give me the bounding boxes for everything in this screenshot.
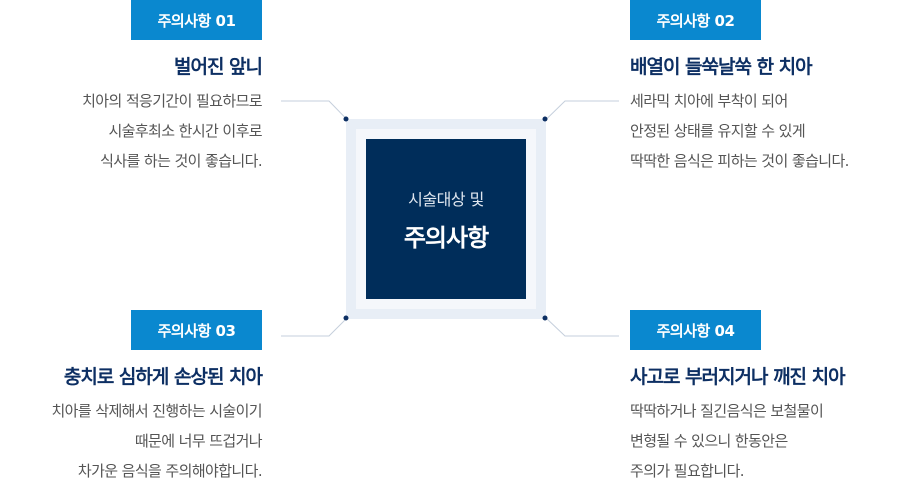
desc-line: 딱딱하거나 질긴음식은 보철물이 [630, 402, 824, 420]
caution-desc-01: 치아의 적응기간이 필요하므로 시술후최소 한시간 이후로 식사를 하는 것이 … [82, 86, 263, 176]
corner-dot [343, 116, 349, 122]
caution-title-02: 배열이 들쑥날쑥 한 치아 [630, 56, 813, 78]
caution-badge-03: 주의사항 03 [131, 310, 262, 350]
desc-line: 차가운 음식을 주의해야합니다. [77, 462, 263, 480]
desc-line: 딱딱한 음식은 피하는 것이 좋습니다. [630, 152, 849, 170]
corner-dot [542, 315, 548, 321]
desc-line: 주의가 필요합니다. [630, 462, 745, 480]
center-subtitle: 시술대상 및 [408, 189, 484, 209]
caution-badge-02: 주의사항 02 [630, 0, 761, 40]
desc-line: 때문에 너무 뜨겁거나 [134, 432, 263, 450]
caution-badge-01: 주의사항 01 [131, 0, 262, 40]
caution-title-03: 충치로 심하게 손상된 치아 [63, 366, 263, 388]
center-title: 주의사항 [403, 223, 489, 252]
caution-title-04: 사고로 부러지거나 깨진 치아 [630, 366, 846, 388]
desc-line: 치아를 삭제해서 진행하는 시술이기 [51, 402, 262, 420]
caution-badge-04: 주의사항 04 [630, 310, 761, 350]
caution-desc-03: 치아를 삭제해서 진행하는 시술이기 때문에 너무 뜨겁거나 차가운 음식을 주… [51, 396, 262, 486]
desc-line: 세라믹 치아에 부착이 되어 [630, 92, 788, 110]
caution-desc-04: 딱딱하거나 질긴음식은 보철물이 변형될 수 있으니 한동안은 주의가 필요합니… [630, 396, 824, 486]
desc-line: 치아의 적응기간이 필요하므로 [82, 92, 263, 110]
desc-line: 식사를 하는 것이 좋습니다. [100, 152, 262, 170]
corner-dot [542, 116, 548, 122]
desc-line: 변형될 수 있으니 한동안은 [630, 432, 788, 450]
corner-dot [343, 315, 349, 321]
desc-line: 시술후최소 한시간 이후로 [108, 122, 262, 140]
caution-title-01: 벌어진 앞니 [173, 56, 263, 78]
desc-line: 안정된 상태를 유지할 수 있게 [630, 122, 806, 140]
center-box: 시술대상 및 주의사항 [366, 139, 526, 299]
caution-desc-02: 세라믹 치아에 부착이 되어 안정된 상태를 유지할 수 있게 딱딱한 음식은 … [630, 86, 849, 176]
